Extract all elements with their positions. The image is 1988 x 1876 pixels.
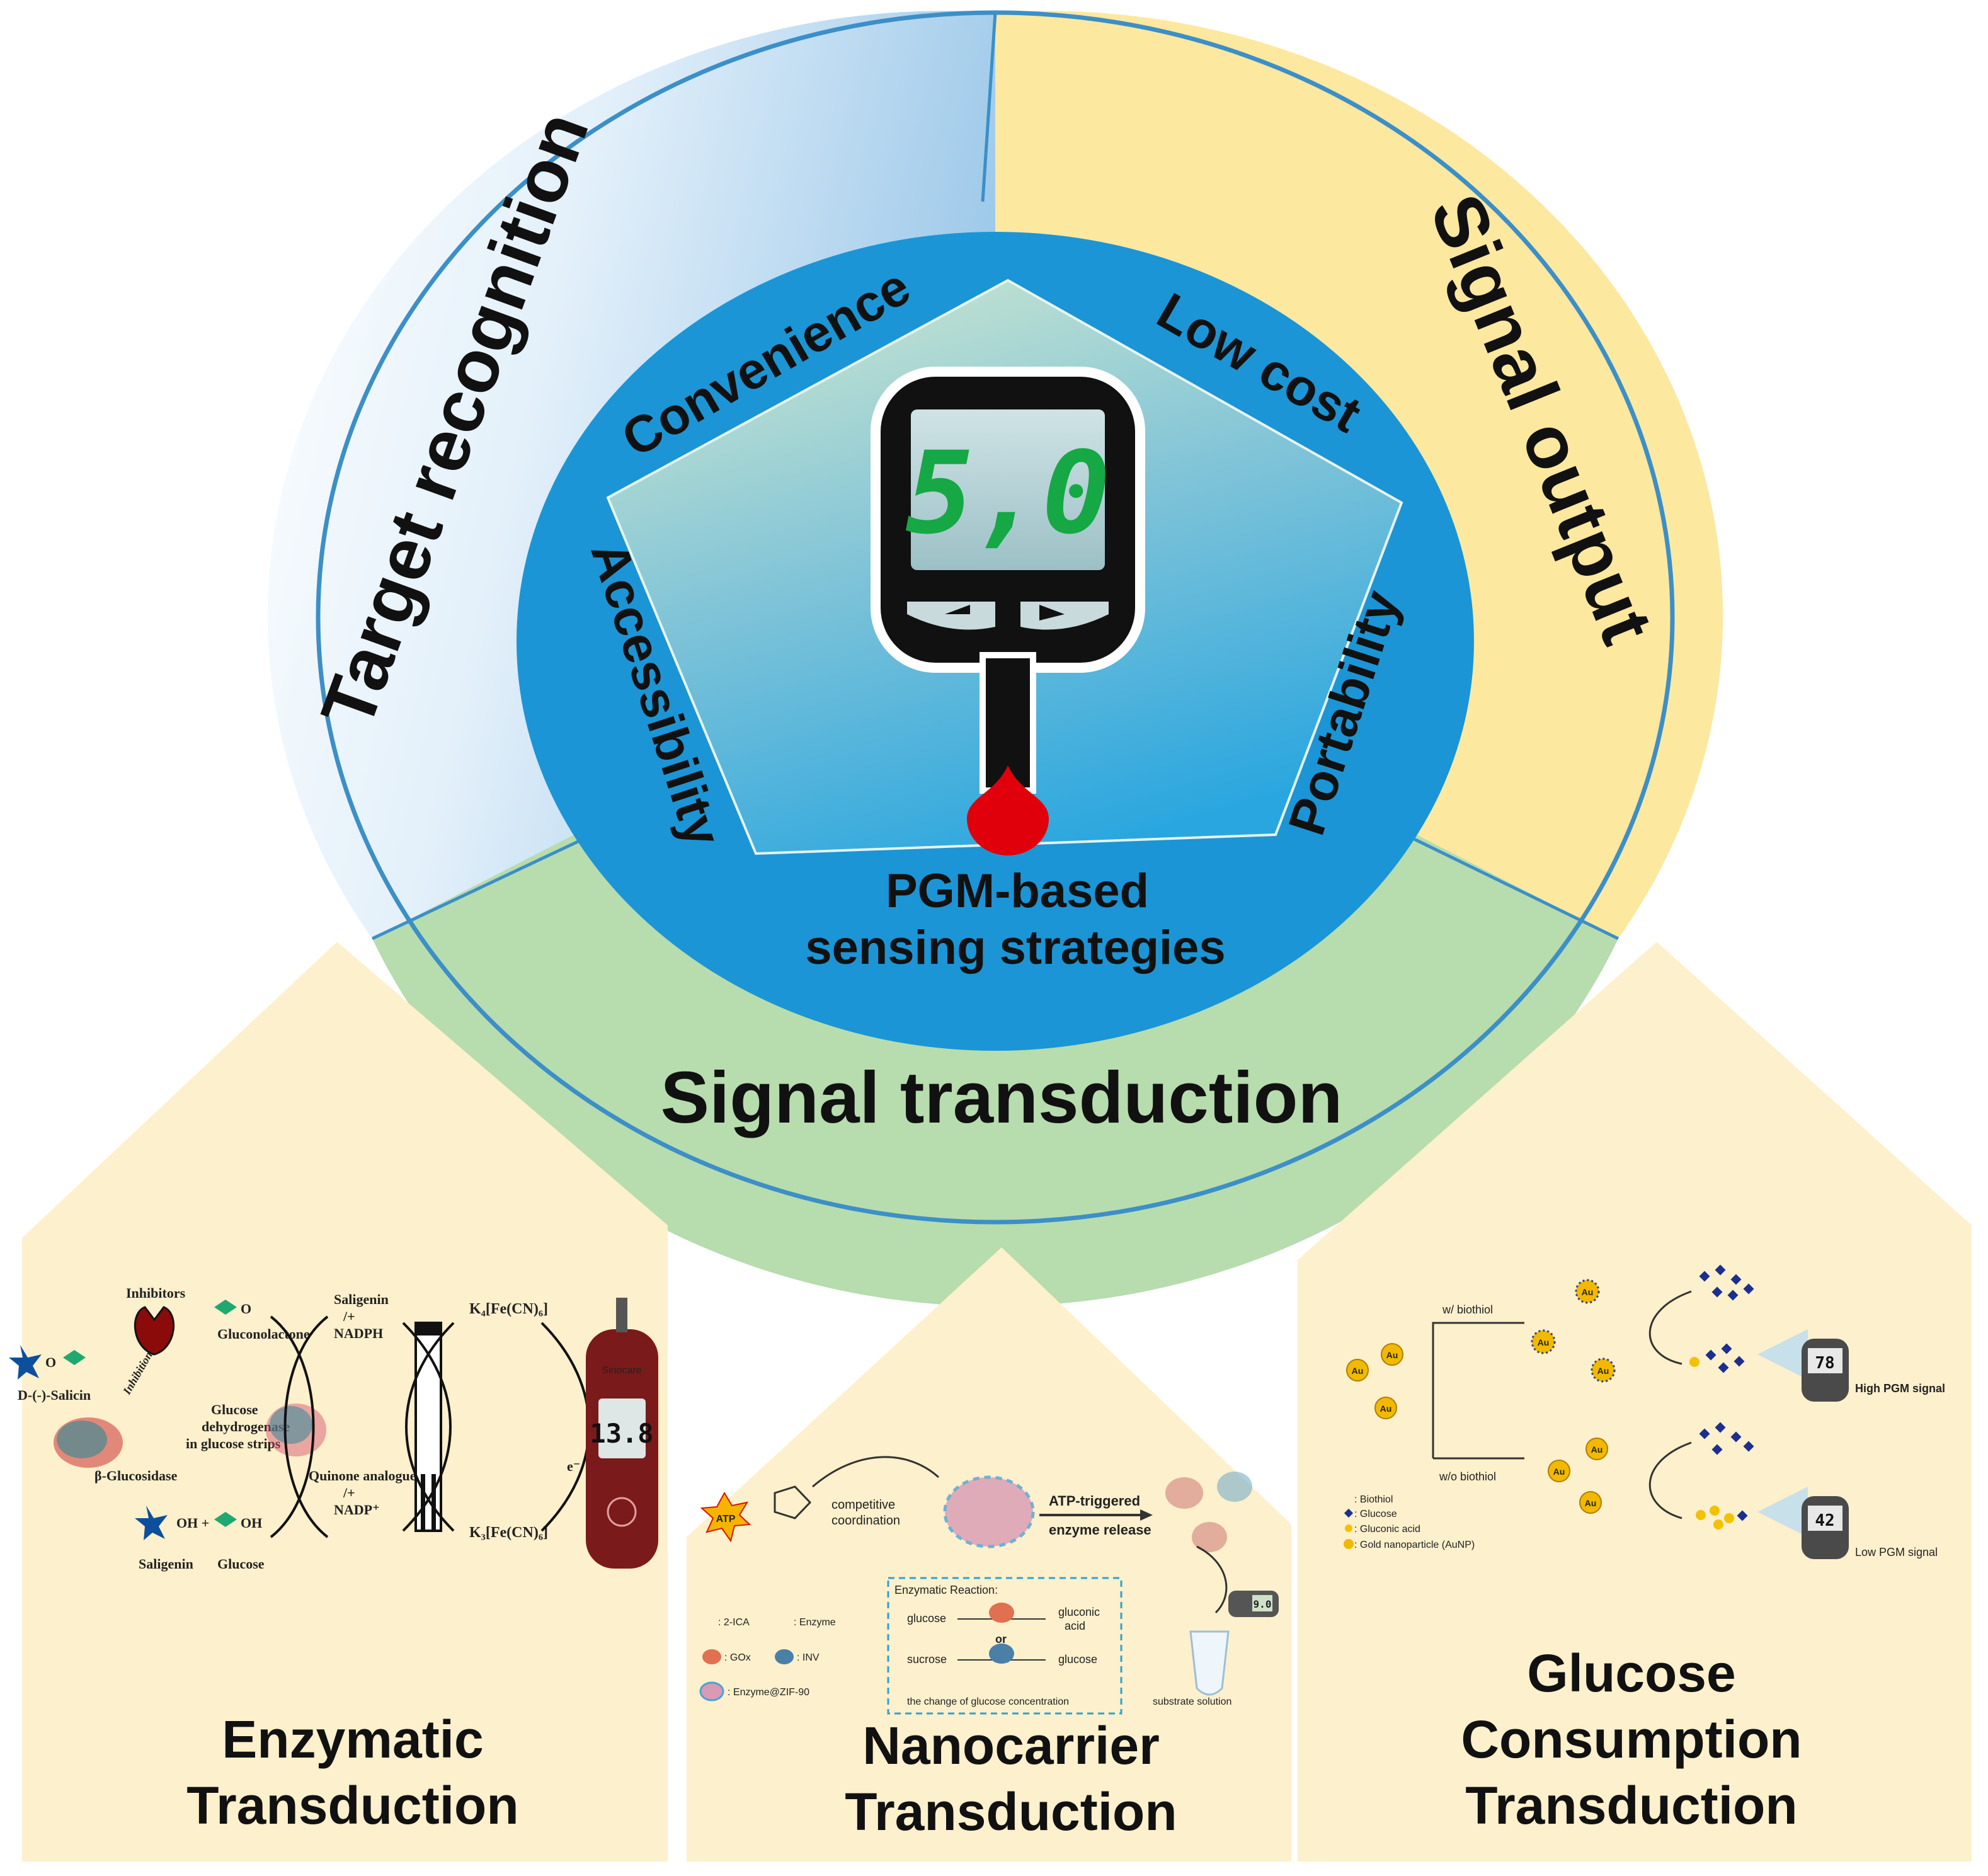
inhibitor-icon (134, 1306, 174, 1356)
svg-text:coordination: coordination (831, 1514, 900, 1528)
svg-text:Gluconolactone: Gluconolactone (217, 1326, 310, 1342)
svg-text:NADP⁺: NADP⁺ (334, 1502, 380, 1518)
glucose-dots-low (1696, 1422, 1754, 1530)
svg-text:: GOx: : GOx (724, 1652, 751, 1663)
svg-text:or: or (995, 1633, 1007, 1645)
svg-text:Sinocare: Sinocare (602, 1365, 641, 1376)
svg-text:w/o biothiol: w/o biothiol (1439, 1470, 1496, 1483)
svg-text:Inhibitors: Inhibitors (126, 1285, 186, 1301)
enzymatic-scheme: Inhibitors Inhibition O D-(-)-Salicin β-… (9, 1285, 658, 1572)
left-arrow-icon (945, 605, 970, 614)
svg-text:: Enzyme: : Enzyme (794, 1617, 836, 1628)
svg-text:Au: Au (1352, 1366, 1364, 1376)
aunp-group-left: Au Au Au (1346, 1343, 1403, 1419)
consumption-title-line2: Consumption (1461, 1710, 1802, 1769)
svg-text:High PGM signal: High PGM signal (1855, 1382, 1945, 1395)
svg-text:: Gluconic acid: : Gluconic acid (1354, 1524, 1420, 1535)
signal-transduction-label: Signal transduction (661, 1056, 1343, 1138)
svg-text:OH: OH (241, 1515, 262, 1531)
svg-text:Au: Au (1585, 1498, 1597, 1508)
svg-text:O: O (241, 1301, 251, 1317)
aunp-group-plain: Au Au Au (1548, 1438, 1608, 1514)
svg-text:substrate solution: substrate solution (1153, 1696, 1231, 1707)
svg-text:Au: Au (1386, 1350, 1398, 1360)
panel-nanocarrier (687, 1247, 1291, 1862)
svg-text:Saligenin: Saligenin (139, 1556, 193, 1572)
svg-text:D-(-)-Salicin: D-(-)-Salicin (18, 1387, 91, 1403)
svg-text:: 2-ICA: : 2-ICA (718, 1617, 750, 1628)
svg-text:: Biothiol: : Biothiol (1354, 1494, 1393, 1505)
center-label-line1: PGM-based (886, 864, 1149, 918)
svg-text:NADPH: NADPH (334, 1325, 383, 1341)
svg-text:Enzymatic Reaction:: Enzymatic Reaction: (894, 1584, 998, 1596)
enzymatic-reaction-box (887, 1577, 1123, 1715)
svg-text:Glucose: Glucose (211, 1402, 258, 1417)
meter-screen (911, 409, 1105, 570)
svg-text:: INV: : INV (797, 1652, 820, 1663)
right-arrow-icon (1039, 605, 1065, 621)
svg-text:: Enzyme@ZIF-90: : Enzyme@ZIF-90 (728, 1687, 809, 1698)
blood-drop-icon (967, 765, 1049, 855)
atp-star-icon (700, 1491, 751, 1543)
svg-text:glucose: glucose (907, 1612, 946, 1625)
svg-text:competitive: competitive (831, 1498, 895, 1512)
center-label-line2: sensing strategies (805, 921, 1225, 975)
consumption-scheme: Au Au Au w/ biothiol w/o biothiol Au Au … (1344, 1264, 1945, 1559)
svg-text:/+: /+ (343, 1485, 355, 1501)
svg-text:: Glucose: : Glucose (1354, 1509, 1397, 1519)
svg-text:β-Glucosidase: β-Glucosidase (94, 1468, 178, 1484)
svg-text:42: 42 (1815, 1511, 1834, 1530)
svg-text:in glucose strips: in glucose strips (186, 1436, 281, 1451)
svg-text:e⁻: e⁻ (567, 1458, 580, 1474)
svg-text:enzyme release: enzyme release (1049, 1522, 1151, 1538)
glucose-dots-high (1699, 1264, 1754, 1373)
enzymatic-title-line2: Transduction (186, 1776, 518, 1835)
svg-text:O: O (45, 1354, 56, 1370)
svg-text:w/ biothiol: w/ biothiol (1442, 1303, 1493, 1316)
svg-text:gluconic: gluconic (1058, 1606, 1100, 1618)
zif-carrier (943, 1475, 1035, 1548)
svg-text:ATP-triggered: ATP-triggered (1049, 1493, 1140, 1509)
svg-text:sucrose: sucrose (907, 1653, 947, 1666)
svg-text:acid: acid (1065, 1620, 1085, 1632)
svg-text:the change of glucose concentr: the change of glucose concentration (907, 1696, 1069, 1707)
svg-text:/+: /+ (343, 1308, 355, 1324)
tube-icon (1189, 1630, 1230, 1696)
panel-consumption (1298, 942, 1972, 1862)
nanocarrier-scheme: ATP competitive coordination ATP-trigger… (699, 1456, 1279, 1715)
svg-text:Low PGM signal: Low PGM signal (1855, 1546, 1938, 1559)
svg-text:Au: Au (1597, 1366, 1609, 1376)
svg-text:K₄[Fe(CN)₆]: K₄[Fe(CN)₆] (469, 1301, 548, 1317)
svg-text:Glucose: Glucose (217, 1556, 265, 1572)
svg-text:Saligenin: Saligenin (334, 1291, 389, 1307)
nanocarrier-title-line1: Nanocarrier (862, 1716, 1160, 1775)
consumption-title-line3: Transduction (1465, 1776, 1797, 1835)
svg-text:OH +: OH + (176, 1515, 209, 1531)
svg-text:K₃[Fe(CN)₆]: K₃[Fe(CN)₆] (469, 1524, 548, 1541)
svg-text:13.8: 13.8 (590, 1418, 653, 1449)
svg-text:glucose: glucose (1058, 1653, 1097, 1666)
svg-text:78: 78 (1815, 1354, 1834, 1373)
aunp-group-functionalized: Au Au Au (1531, 1279, 1616, 1383)
svg-text:Au: Au (1538, 1337, 1550, 1347)
svg-text:Au: Au (1582, 1287, 1594, 1297)
panel-enzymatic (22, 942, 668, 1862)
svg-text:ATP: ATP (716, 1514, 736, 1524)
svg-text:9.0: 9.0 (1254, 1598, 1272, 1610)
consumption-title-line1: Glucose (1527, 1644, 1735, 1703)
svg-text:Au: Au (1591, 1444, 1603, 1455)
meter-display: 5,0 (905, 428, 1110, 559)
nanocarrier-title-line2: Transduction (845, 1782, 1177, 1841)
glucose-meter: 5,0 (871, 367, 1145, 855)
svg-text:Au: Au (1380, 1404, 1392, 1414)
svg-text:Au: Au (1553, 1467, 1565, 1477)
svg-text:: Gold nanoparticle (AuNP): : Gold nanoparticle (AuNP) (1354, 1540, 1475, 1550)
enzymatic-title-line1: Enzymatic (222, 1710, 484, 1769)
svg-text:Quinone analogue: Quinone analogue (309, 1468, 416, 1484)
